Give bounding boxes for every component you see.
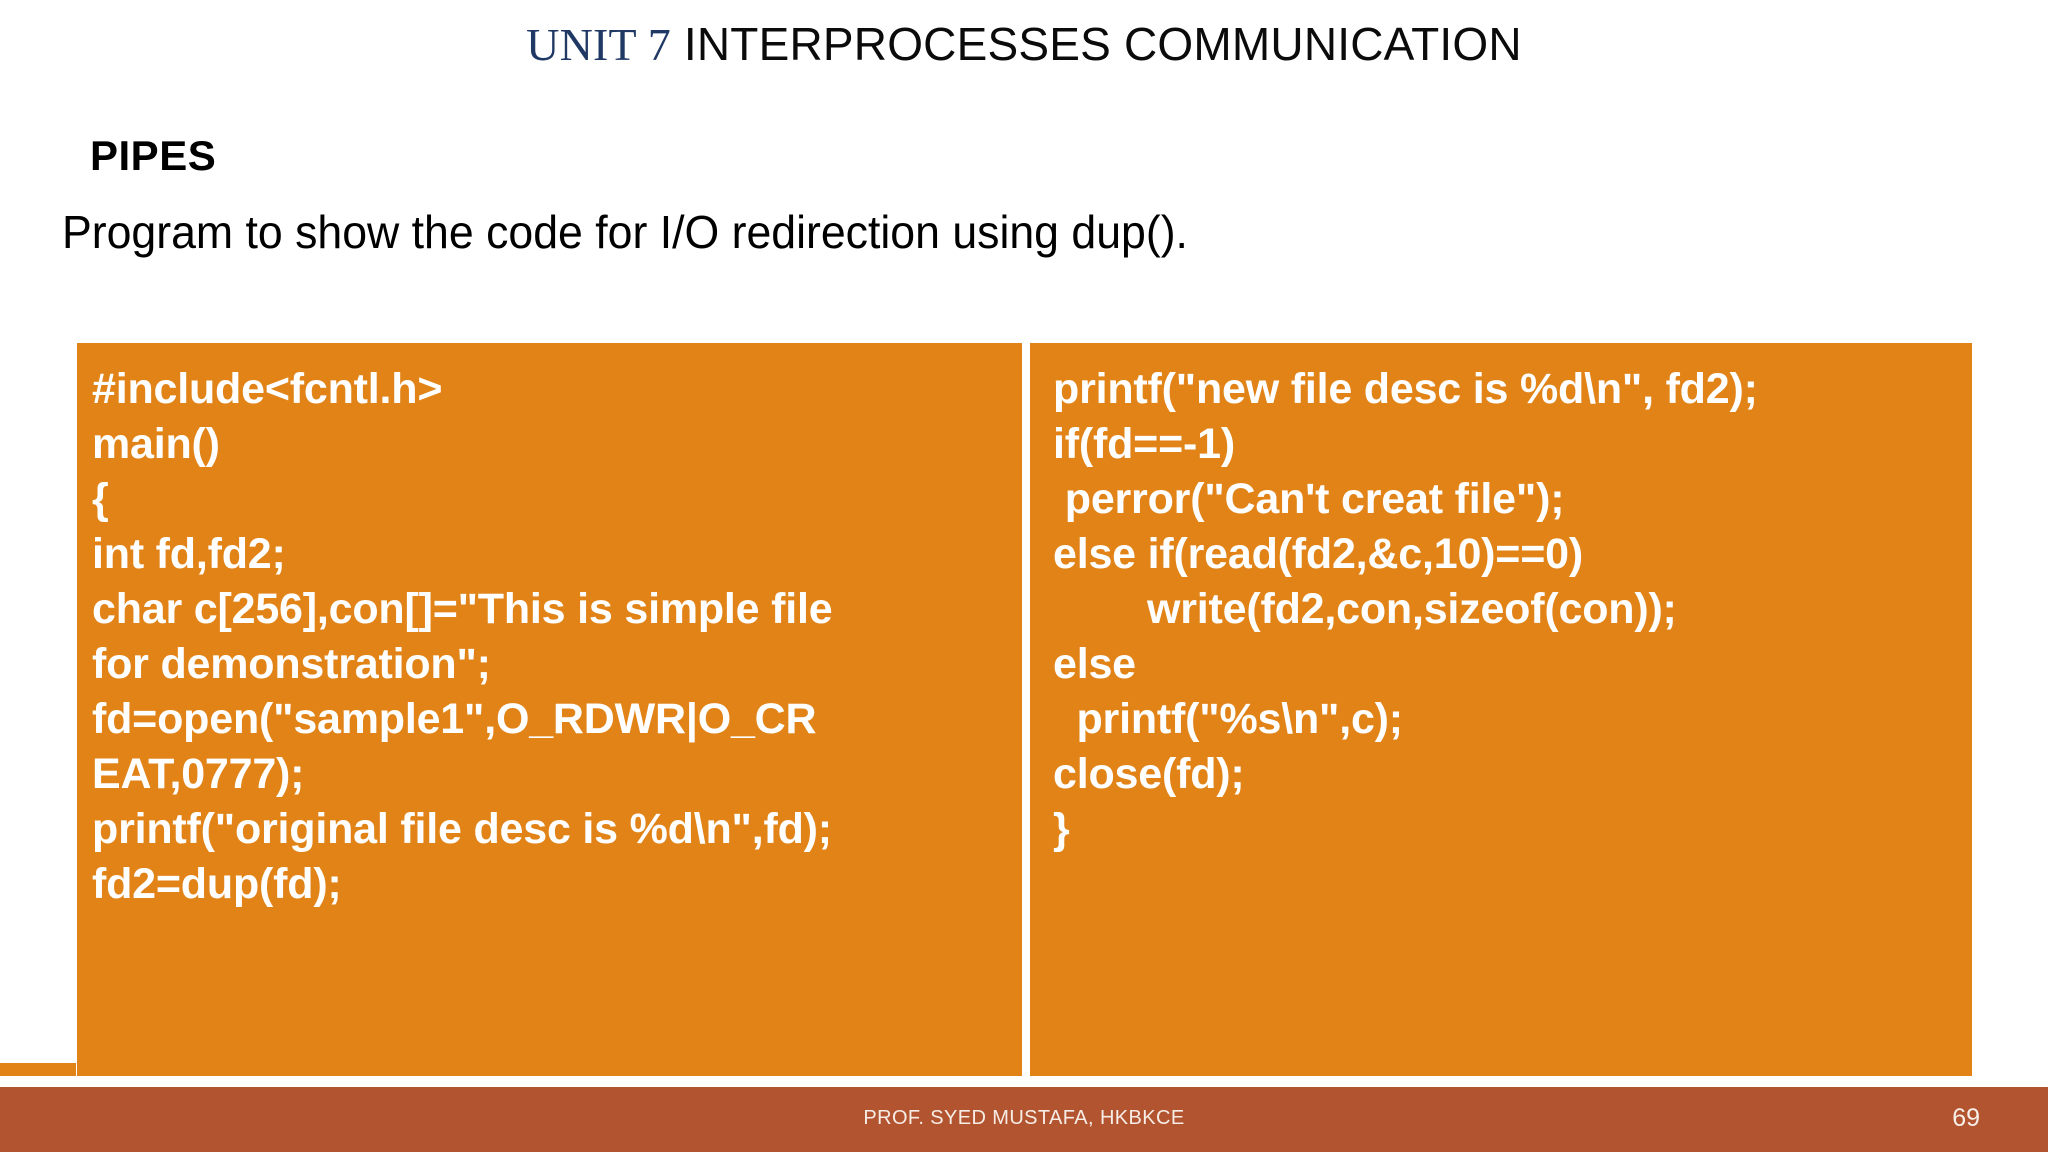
intro-description: Program to show the code for I/O redirec… bbox=[62, 206, 1188, 258]
page-title: UNIT 7 INTERPROCESSES COMMUNICATION bbox=[0, 16, 2048, 73]
code-line: write(fd2,con,sizeof(con)); bbox=[1053, 585, 1677, 633]
code-line: printf("%s\n",c); bbox=[1053, 695, 1403, 743]
code-line: printf("new file desc is %d\n", fd2); bbox=[1053, 365, 1758, 413]
footer-bar bbox=[0, 1087, 2048, 1152]
footer-attribution: PROF. SYED MUSTAFA, HKBKCE bbox=[863, 1107, 1185, 1129]
code-column-left: #include<fcntl.h> main() { int fd,fd2; c… bbox=[77, 343, 1022, 1076]
footer-separator bbox=[0, 1076, 2048, 1087]
code-line: for demonstration"; bbox=[92, 640, 491, 688]
page-number: 69 bbox=[1952, 1104, 1980, 1132]
code-line: if(fd==-1) bbox=[1053, 420, 1235, 468]
bottom-left-accent-bar bbox=[0, 1063, 76, 1076]
code-column-right: printf("new file desc is %d\n", fd2); if… bbox=[1030, 343, 1972, 1076]
code-line: else bbox=[1053, 640, 1136, 688]
code-line: perror("Can't creat file"); bbox=[1053, 475, 1565, 523]
code-line: #include<fcntl.h> bbox=[92, 365, 443, 413]
code-line: printf("original file desc is %d\n",fd); bbox=[92, 805, 832, 853]
code-listing-table: #include<fcntl.h> main() { int fd,fd2; c… bbox=[77, 343, 1972, 1076]
code-line: char c[256],con[]="This is simple file bbox=[92, 585, 833, 633]
code-line: close(fd); bbox=[1053, 750, 1245, 798]
code-line: main() bbox=[92, 420, 220, 468]
section-heading-pipes: PIPES bbox=[90, 132, 217, 179]
code-line: fd=open("sample1",O_RDWR|O_CR bbox=[92, 695, 817, 743]
title-unit-label: UNIT 7 bbox=[526, 19, 671, 70]
code-line: EAT,0777); bbox=[92, 750, 305, 798]
code-line: { bbox=[92, 475, 109, 523]
code-line: int fd,fd2; bbox=[92, 530, 286, 578]
title-topic-label: INTERPROCESSES COMMUNICATION bbox=[670, 18, 1522, 70]
column-divider bbox=[1022, 343, 1030, 1076]
code-line: } bbox=[1053, 805, 1070, 853]
code-line: else if(read(fd2,&c,10)==0) bbox=[1053, 530, 1583, 578]
code-line: fd2=dup(fd); bbox=[92, 860, 342, 908]
